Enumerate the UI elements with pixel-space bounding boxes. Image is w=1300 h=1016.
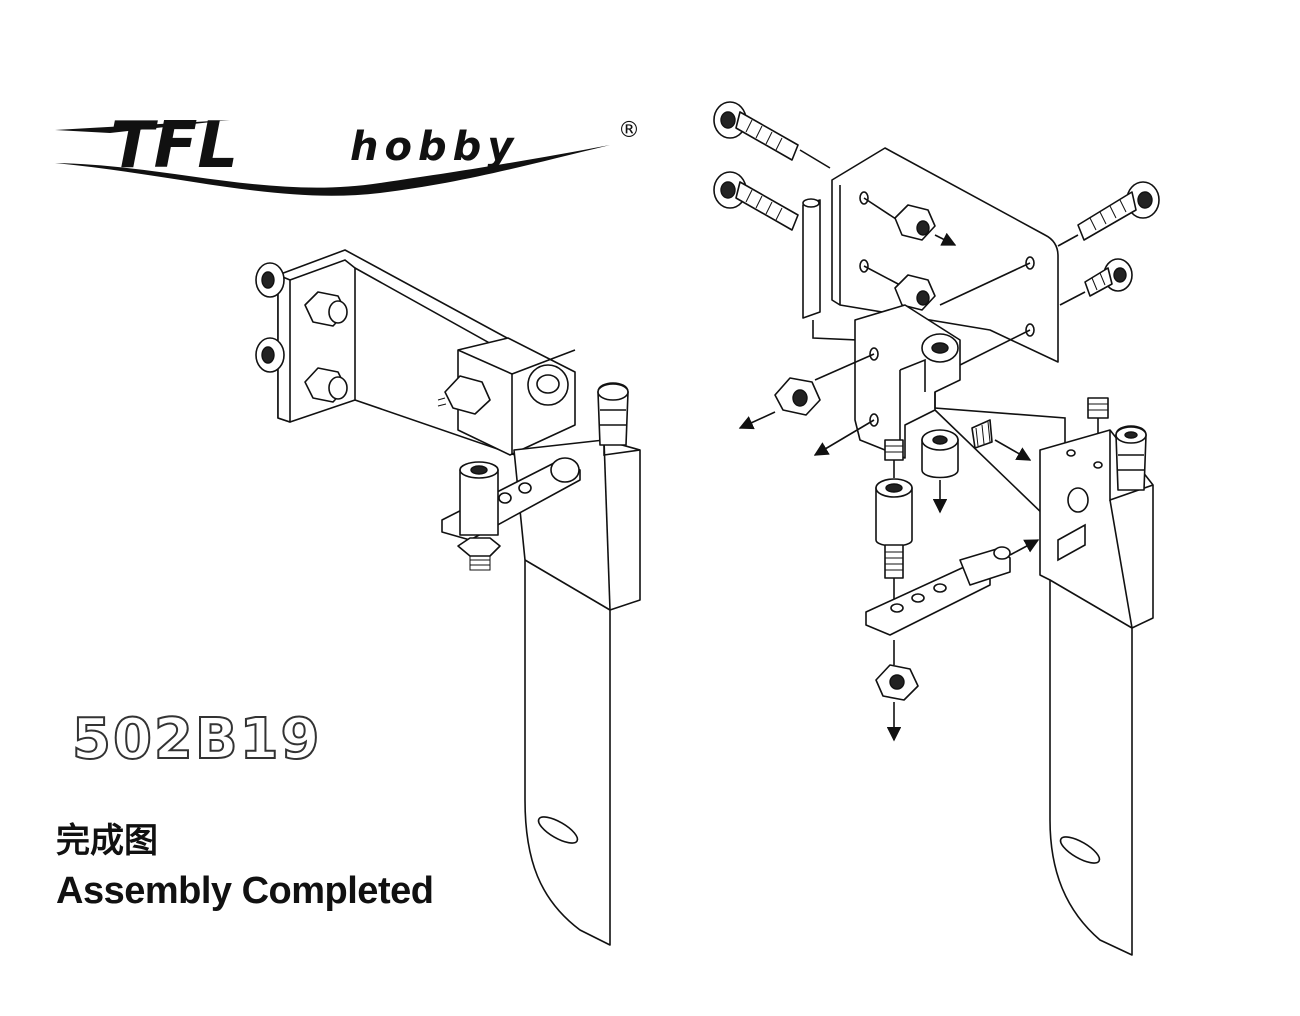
caption-chinese: 完成图 (56, 821, 158, 861)
rudder-blade (513, 439, 641, 946)
bolt-head-icon (255, 262, 285, 373)
screw-icon (713, 171, 799, 231)
set-screw-icon (971, 419, 1032, 461)
nut-icon (894, 204, 936, 311)
exploded-view (713, 101, 1160, 956)
logo-hobby-text: hobby (350, 124, 519, 170)
rudder-blade (1039, 429, 1154, 956)
caption-english: Assembly Completed (56, 870, 434, 912)
part-number: 502B19 (71, 707, 322, 772)
screw-icon (1059, 258, 1133, 306)
hinge-pin (802, 199, 821, 319)
set-screw-icon (884, 439, 904, 478)
logo-registered-mark: ® (618, 118, 640, 143)
nut-icon (304, 291, 348, 403)
screw-icon (1057, 181, 1160, 247)
tfl-hobby-logo: TFL hobby ® (55, 109, 640, 196)
logo-tfl-text: TFL (110, 109, 238, 183)
screw-icon (713, 101, 831, 169)
assembled-rudder (255, 249, 641, 946)
transom-plate (831, 147, 1059, 363)
